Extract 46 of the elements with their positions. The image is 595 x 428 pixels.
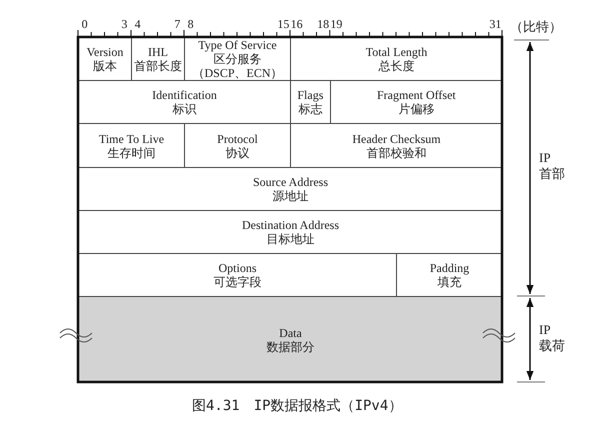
field-name-translation: （DSCP、ECN） [192,66,283,80]
figure-caption: 图4.31 IP数据报格式（IPv4） [192,400,402,413]
bit-number: 19 [330,18,342,31]
field-name: Options [218,261,256,275]
field-name-translation: 标志 [298,102,322,116]
field-name-translation: 填充 [438,275,462,289]
field-name: Type Of Service [198,38,277,52]
data-field [78,296,503,383]
unit-label: （比特） [510,20,562,33]
bit-number: 0 [82,18,88,31]
field-name: Destination Address [242,218,339,232]
field-name: Fragment Offset [376,88,456,102]
bit-number: 31 [489,18,502,31]
bit-number: 18 [317,18,330,31]
field-name-translation: 版本 [93,59,117,73]
section-label: IP 首部 [539,150,566,182]
field-name: Source Address [253,175,328,189]
field-name: IHL [148,45,168,59]
field-name-translation: 区分服务 [214,52,262,66]
field-name-translation: 片偏移 [398,102,434,116]
field-name: Identification [152,88,217,102]
field-name-translation: 生存时间 [108,146,156,160]
field-name: Padding [430,261,470,275]
field-name-translation: 协议 [226,146,250,160]
section-label: IP 载荷 [539,322,566,354]
bit-number: 7 [174,18,180,31]
field-name: Header Checksum [352,132,441,146]
field-name: Time To Live [98,132,164,146]
bit-number: 3 [121,18,128,31]
field-name-translation: 数据部分 [266,340,314,354]
bit-number: 16 [290,18,303,31]
field-name: Data [279,326,302,340]
field-name: Protocol [217,132,258,146]
field-name-translation: 首部长度 [134,59,182,73]
bit-number: 4 [134,18,141,31]
field-name-translation: 目标地址 [266,232,314,246]
field-name-translation: 可选字段 [214,275,262,289]
field-name-translation: 源地址 [272,189,308,203]
field-name: Version [86,45,124,59]
bit-number: 15 [277,18,290,31]
bit-number: 8 [188,18,194,31]
field-name-translation: 标识 [172,102,196,116]
field-name: Flags [297,88,324,102]
field-name-translation: 首部校验和 [366,146,426,160]
field-name-translation: 总长度 [378,59,414,73]
field-name: Total Length [366,45,428,59]
